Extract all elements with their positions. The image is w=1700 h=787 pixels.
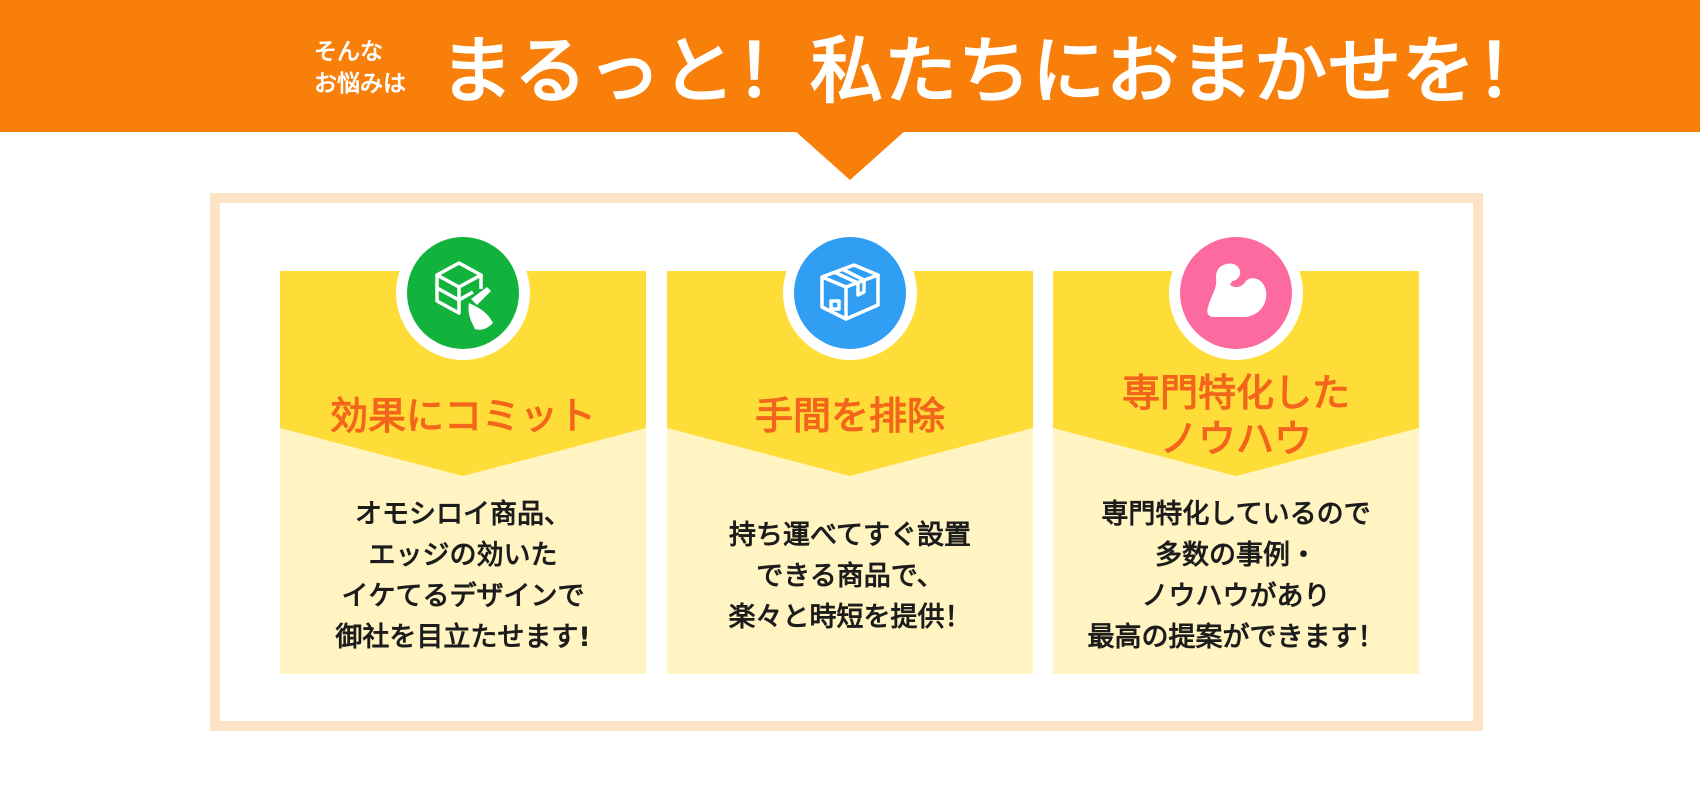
card-description: 持ち運べてすぐ設置 できる商品で、 楽々と時短を提供！ [728,519,972,633]
icon-ring [396,226,530,360]
card-title: 手間を排除 [754,394,945,438]
feature-card-effect: 効果にコミット オモシロイ商品、 エッジの効いた イケてるデザインで 御社を目立… [280,226,646,674]
card-title: 効果にコミット [329,394,596,438]
header-down-arrow [794,130,906,180]
card-description: 専門特化しているので 多数の事例・ ノウハウがあり 最高の提案ができます！ [1087,499,1385,653]
header-title: まるっと！私たちにおまかせを！ [440,29,1550,114]
flexed-arm-icon [1180,237,1292,349]
header-banner: そんな お悩みは まるっと！私たちにおまかせを！ [0,0,1700,132]
card-description: オモシロイ商品、 エッジの効いた イケてるデザインで 御社を目立たせます! [335,499,591,653]
feature-card-effort: 手間を排除 持ち運べてすぐ設置 できる商品で、 楽々と時短を提供！ [667,226,1033,674]
feature-card-knowhow: 専門特化した ノウハウ 専門特化しているので 多数の事例・ ノウハウがあり 最高… [1053,226,1419,674]
package-box-icon [794,237,906,349]
box-design-icon [407,237,519,349]
icon-ring [1169,226,1303,360]
card-title: 専門特化した ノウハウ [1121,371,1350,461]
header-pre-text: そんな お悩みは [314,39,406,97]
icon-ring [783,226,917,360]
